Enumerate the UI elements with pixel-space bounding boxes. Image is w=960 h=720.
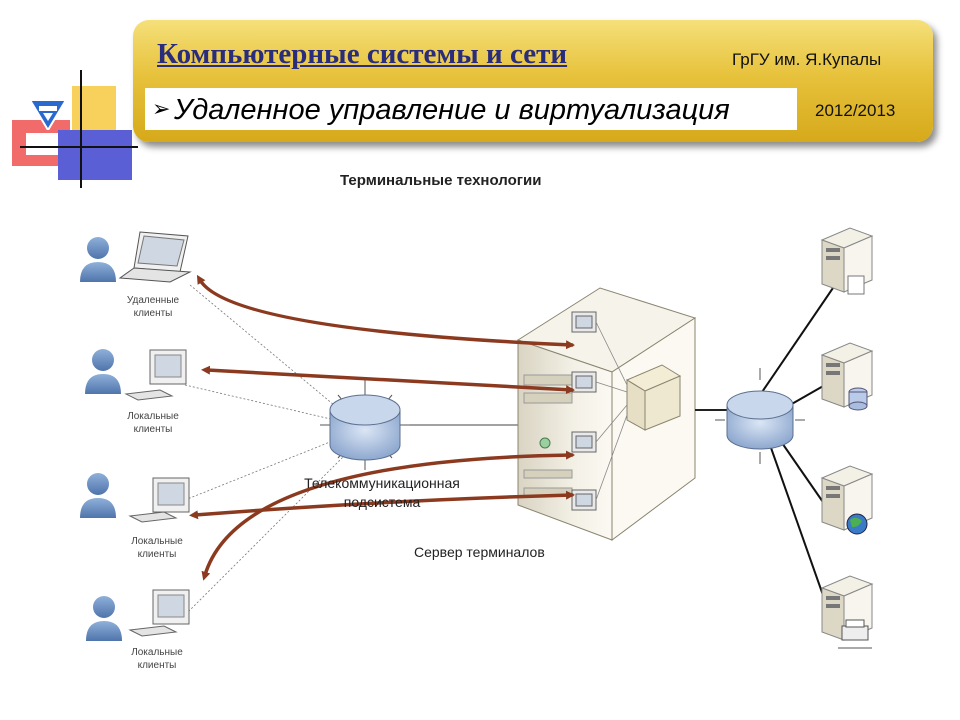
topic-title: Удаленное управление и виртуализация: [174, 94, 730, 126]
course-title: Компьютерные системы и сети: [157, 38, 568, 70]
client-label-line: Локальные: [127, 411, 179, 422]
print-server-icon: [820, 575, 874, 649]
arrow-remote: [196, 274, 575, 350]
telecom-label-line: подсистема: [343, 494, 421, 510]
client-label-line: Удаленные: [126, 295, 180, 306]
client-label-line: клиенты: [133, 308, 173, 319]
local-client-icon-3: [86, 589, 190, 641]
server-label: Сервер терминалов: [414, 544, 545, 560]
client-links: [179, 284, 346, 621]
client-label-line: Локальные: [131, 647, 183, 658]
client-label-local-3: Локальные клиенты: [112, 646, 202, 672]
logo-decoration: [0, 0, 140, 190]
diagram-title: Терминальные технологии: [340, 172, 542, 189]
remote-client-icon: [80, 231, 192, 283]
telecom-label-line: Телекоммуникационная: [304, 475, 460, 491]
telecom-hub-icon: [320, 380, 410, 470]
database-server-icon: [820, 342, 874, 411]
file-server-icon: [820, 227, 874, 295]
web-server-icon: [820, 465, 874, 535]
academic-years: 2012/2013: [815, 101, 896, 120]
local-client-icon-2: [80, 473, 190, 523]
arrow-local-3: [201, 450, 575, 581]
lan-hub-icon: [715, 368, 805, 464]
terminal-server-icon: [516, 287, 697, 541]
client-label-line: Локальные: [131, 536, 183, 547]
lan-links: [759, 284, 836, 616]
topic-box: [145, 88, 797, 130]
bullet-arrow-icon: ➢: [152, 96, 171, 121]
arrow-local-1: [201, 365, 575, 395]
client-label-local-2: Локальные клиенты: [112, 535, 202, 561]
university-logo: [28, 99, 68, 132]
client-label-line: клиенты: [137, 549, 177, 560]
client-label-line: клиенты: [137, 660, 177, 671]
client-label-local-1: Локальные клиенты: [108, 410, 198, 436]
university-name: ГрГУ им. Я.Купалы: [732, 50, 882, 69]
telecom-label: Телекоммуникационная подсистема: [282, 474, 482, 512]
client-label-remote: Удаленные клиенты: [108, 294, 198, 320]
local-client-icon-1: [85, 349, 187, 401]
client-label-line: клиенты: [133, 424, 173, 435]
session-arrows: [189, 274, 575, 581]
